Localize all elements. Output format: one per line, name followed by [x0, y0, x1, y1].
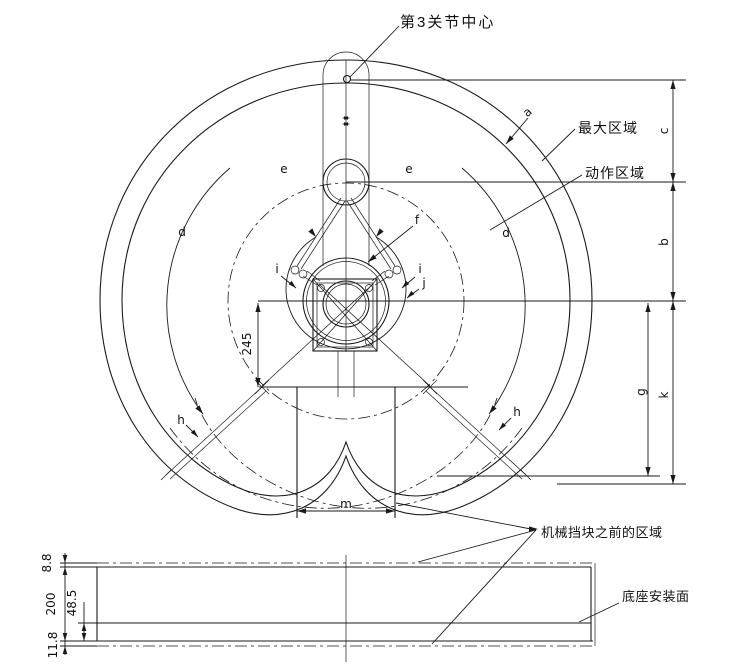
dim-letter-i-left: i	[275, 262, 278, 276]
arm-capsule-outline	[322, 51, 370, 266]
reference-lines	[257, 79, 686, 485]
v-links	[296, 197, 396, 286]
dim-letter-i-right: i	[418, 262, 421, 276]
lower-arm-left	[160, 386, 267, 481]
dim-letter-g: g	[634, 388, 648, 396]
dim-value-48-5: 48.5	[65, 590, 79, 617]
leader-lines	[185, 25, 583, 645]
plate-bolt-circles	[317, 284, 373, 346]
joint3-center-label: 第3关节中心	[400, 13, 495, 31]
joint3-center-circle	[342, 74, 352, 84]
annotations: 第3关节中心 最大区域 动作区域 机械挡块之前的区域 底座安装面 a b c d…	[40, 13, 690, 659]
e-rotation-arc	[285, 236, 407, 350]
max-region-outline	[99, 59, 593, 516]
dim-letter-h-left: h	[177, 413, 185, 427]
dim-value-11-8: 11.8	[46, 632, 60, 659]
hub-circle-outer	[322, 280, 370, 328]
lower-arm-right	[425, 386, 532, 481]
d-radius-arc-right	[461, 167, 526, 415]
dim-letter-b: b	[657, 238, 671, 246]
link-pivot-circles	[290, 265, 402, 279]
dim-letter-f: f	[415, 213, 420, 227]
mech-stop-arc-left	[169, 397, 498, 509]
base-mount-leader	[578, 602, 620, 623]
d-radius-arc-left	[166, 167, 231, 415]
mech-stop-arc-right	[194, 397, 523, 509]
dim-letter-m: m	[340, 497, 352, 511]
base-mount-surface-label: 底座安装面	[622, 589, 690, 604]
arrowheads	[62, 80, 676, 654]
mech-stop-region-label: 机械挡块之前的区域	[541, 525, 663, 540]
motion-region-label: 动作区域	[585, 165, 645, 181]
dim-value-200: 200	[44, 593, 58, 616]
dim-letter-a: a	[520, 104, 535, 119]
top-view	[99, 25, 686, 645]
hub-circle-inner	[325, 283, 367, 325]
dim-letter-k: k	[657, 391, 671, 398]
side-view	[60, 553, 620, 662]
dim-letter-e-left: e	[280, 162, 287, 176]
base-plate-inner	[316, 282, 374, 348]
base-plate-outer	[312, 278, 378, 352]
dim-letter-e-right: e	[405, 162, 412, 176]
dim-letter-h-right: h	[513, 405, 521, 419]
dim-letter-j: j	[421, 276, 425, 290]
dim-letter-c: c	[657, 128, 671, 135]
dim-letter-d-right: d	[502, 226, 510, 240]
dim-value-8-8: 8.8	[40, 553, 54, 572]
dim-letter-d-left: d	[178, 225, 186, 239]
max-region-label: 最大区域	[578, 120, 638, 136]
dim-value-245: 245	[240, 333, 254, 356]
